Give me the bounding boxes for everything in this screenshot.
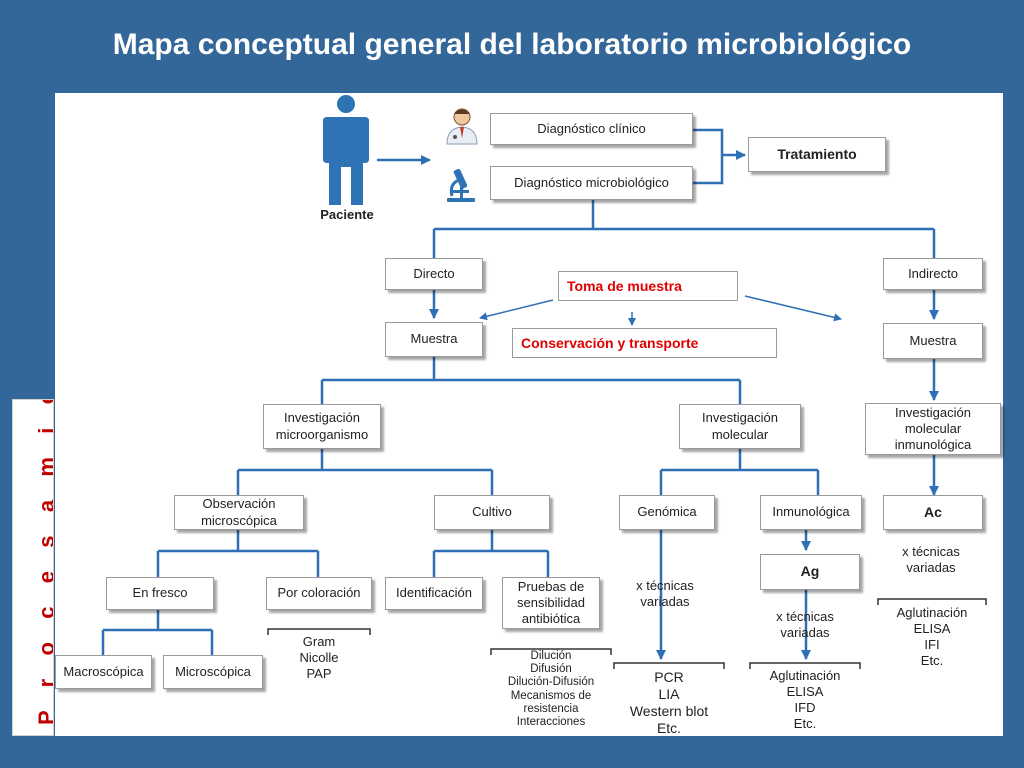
side-label: P r o c e s a m i e n t o: [34, 400, 53, 725]
conservacion-transporte-box: Conservación y transporte: [512, 328, 777, 358]
investigacion-molecular-box: Investigación molecular: [679, 404, 801, 449]
investigacion-microorganismo-box: Investigación microorganismo: [263, 404, 381, 449]
tecnicas-ac-note: x técnicas variadas: [902, 544, 960, 576]
doctor-icon: [446, 108, 478, 145]
muestra-directo-box: Muestra: [385, 322, 483, 357]
observacion-microscopica-box: Observación microscópica: [174, 495, 304, 530]
tratamiento-box: Tratamiento: [748, 137, 886, 172]
directo-box: Directo: [385, 258, 483, 290]
inmunologica-box: Inmunológica: [760, 495, 862, 530]
toma-de-muestra-box: Toma de muestra: [558, 271, 738, 301]
investigacion-molecular-inmunologica-box: Investigación molecular inmunológica: [865, 403, 1001, 455]
microscope-icon: [447, 168, 475, 202]
tecnicas-ag-note: x técnicas variadas: [776, 609, 834, 641]
diagnostico-clinico-box: Diagnóstico clínico: [490, 113, 693, 145]
side-label-box: P r o c e s a m i e n t o: [12, 399, 54, 736]
diagram-panel: Paciente Diagnóstico clínico Diagnóstico…: [55, 93, 1003, 736]
indirecto-box: Indirecto: [883, 258, 983, 290]
patient-figure-icon: [323, 95, 369, 205]
macroscopica-box: Macroscópica: [55, 655, 152, 689]
connector-lines: [101, 128, 987, 669]
por-coloracion-box: Por coloración: [266, 577, 372, 610]
ag-box: Ag: [760, 554, 860, 590]
tecnicas-genomica-note: x técnicas variadas: [636, 578, 694, 610]
cultivo-box: Cultivo: [434, 495, 550, 530]
patient-label: Paciente: [320, 207, 374, 222]
muestra-indirecto-box: Muestra: [883, 323, 983, 359]
microscopica-box: Microscópica: [163, 655, 263, 689]
identificacion-box: Identificación: [385, 577, 483, 610]
pruebas-sensibilidad-box: Pruebas de sensibilidad antibiótica: [502, 577, 600, 629]
genomica-box: Genómica: [619, 495, 715, 530]
en-fresco-box: En fresco: [106, 577, 214, 610]
diagnostico-microbiologico-box: Diagnóstico microbiológico: [490, 166, 693, 200]
page-title: Mapa conceptual general del laboratorio …: [112, 28, 912, 61]
ac-box: Ac: [883, 495, 983, 530]
